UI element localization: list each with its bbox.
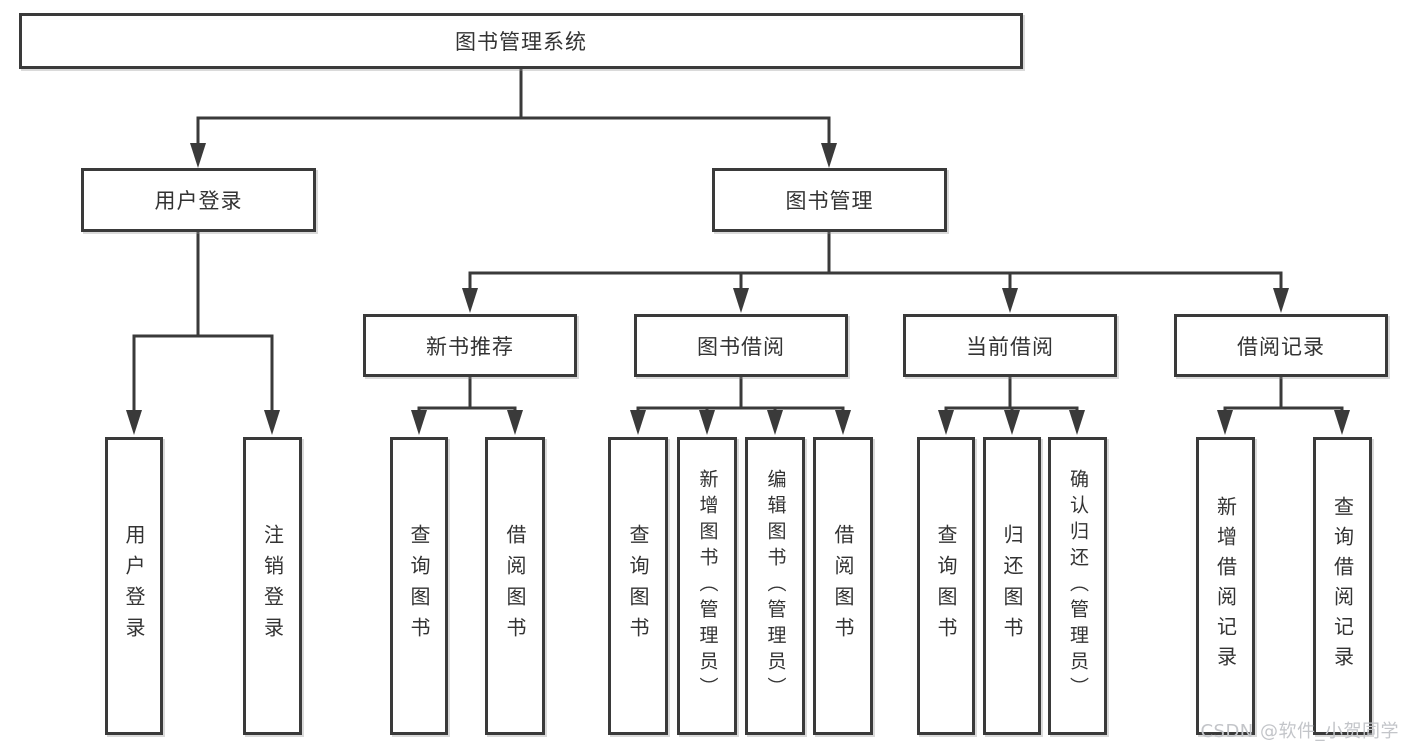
- leaf-cb-confirm-return-admin: 确认归还（管理员）: [1048, 437, 1107, 735]
- leaf-user-login: 用户登录: [105, 437, 163, 735]
- node-current-borrow: 当前借阅: [903, 314, 1117, 377]
- leaf-br-query-record: 查询借阅记录: [1313, 437, 1372, 735]
- leaf-br-query-record-label: 查询借阅记录: [1330, 496, 1355, 676]
- leaf-nbr-query-books-label: 查询图书: [407, 524, 431, 648]
- node-borrow-records-label: 借阅记录: [1237, 334, 1325, 359]
- node-new-book-recommend-label: 新书推荐: [426, 334, 514, 359]
- node-current-borrow-label: 当前借阅: [966, 334, 1054, 359]
- node-book-borrow: 图书借阅: [634, 314, 848, 377]
- leaf-logout: 注销登录: [243, 437, 302, 735]
- node-root: 图书管理系统: [19, 13, 1023, 69]
- leaf-bb-borrow-books: 借阅图书: [813, 437, 873, 735]
- leaf-br-add-record: 新增借阅记录: [1196, 437, 1255, 735]
- leaf-cb-query-books-label: 查询图书: [934, 524, 958, 648]
- node-book-management-label: 图书管理: [785, 189, 874, 213]
- node-borrow-records: 借阅记录: [1174, 314, 1388, 377]
- leaf-bb-borrow-books-label: 借阅图书: [831, 524, 855, 648]
- leaf-bb-edit-books-admin: 编辑图书（管理员）: [745, 437, 805, 735]
- node-book-management: 图书管理: [712, 168, 947, 232]
- leaf-nbr-borrow-books: 借阅图书: [485, 437, 545, 735]
- csdn-watermark: CSDN @软件_小贺同学: [1200, 721, 1399, 742]
- leaf-bb-add-books-admin: 新增图书（管理员）: [677, 437, 737, 735]
- leaf-user-login-label: 用户登录: [122, 524, 146, 648]
- leaf-br-add-record-label: 新增借阅记录: [1213, 496, 1238, 676]
- leaf-bb-query-books-label: 查询图书: [626, 524, 650, 648]
- leaf-cb-query-books: 查询图书: [917, 437, 975, 735]
- leaf-cb-return-books-label: 归还图书: [1000, 524, 1024, 648]
- leaf-cb-return-books: 归还图书: [983, 437, 1041, 735]
- leaf-bb-add-books-admin-label: 新增图书（管理员）: [696, 469, 719, 703]
- node-new-book-recommend: 新书推荐: [363, 314, 577, 377]
- leaf-nbr-borrow-books-label: 借阅图书: [503, 524, 527, 648]
- leaf-cb-confirm-return-admin-label: 确认归还（管理员）: [1067, 469, 1089, 703]
- leaf-nbr-query-books: 查询图书: [390, 437, 448, 735]
- node-user-login-label: 用户登录: [154, 189, 243, 213]
- leaf-bb-edit-books-admin-label: 编辑图书（管理员）: [764, 469, 787, 703]
- leaf-bb-query-books: 查询图书: [608, 437, 668, 735]
- arrowheads: [126, 143, 1350, 435]
- node-user-login: 用户登录: [81, 168, 316, 232]
- leaf-logout-label: 注销登录: [260, 524, 285, 648]
- node-root-label: 图书管理系统: [455, 30, 587, 54]
- node-book-borrow-label: 图书借阅: [697, 334, 785, 359]
